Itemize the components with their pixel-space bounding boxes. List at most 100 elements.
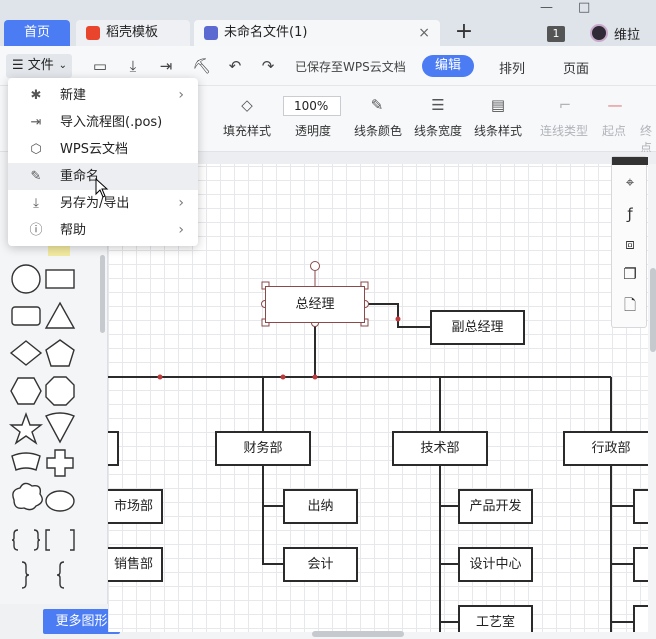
new-tab-button[interactable]: + <box>454 19 474 44</box>
export-icon[interactable]: ⇥ <box>159 57 173 75</box>
triangle-shape-icon <box>44 301 76 329</box>
connection-point <box>157 374 163 380</box>
start-point-icon[interactable]: — <box>607 96 623 114</box>
shape-panel-scrollbar[interactable] <box>100 255 105 333</box>
start-point-label[interactable]: 起点 <box>602 124 627 138</box>
window-count-badge[interactable]: 1 <box>547 26 565 42</box>
line-color-label[interactable]: 线条颜色 <box>354 124 403 138</box>
tab-docer-label: 稻壳模板 <box>106 25 159 40</box>
menu-item-help-label: 帮助 <box>60 223 87 238</box>
tab-home[interactable]: 首页 <box>4 20 70 46</box>
panel-drag-bar[interactable] <box>612 157 648 165</box>
shield-shape-icon <box>45 412 75 444</box>
minimize-button[interactable]: — <box>540 0 553 15</box>
node-tech-label: 技术部 <box>420 441 460 456</box>
node-design-center[interactable]: 设计中心 <box>458 547 533 582</box>
format-painter-icon[interactable]: ⛏ <box>192 57 212 75</box>
tab-edit[interactable]: 编辑 <box>422 55 474 77</box>
brace-reverse-shape-icon <box>56 561 65 589</box>
node-product-dev-label: 产品开发 <box>469 499 522 514</box>
chevron-down-icon: ⌄ <box>58 60 67 71</box>
node-sales[interactable]: 销售部 <box>108 547 163 582</box>
brace-left-shape-icon <box>11 529 19 551</box>
node-partial-left[interactable] <box>108 431 119 466</box>
node-sales-label: 销售部 <box>113 557 153 572</box>
file-menu-label: ☰ 文件 <box>12 58 54 73</box>
node-craft-room[interactable]: 工艺室 <box>458 605 533 632</box>
node-ceo[interactable]: 总经理 <box>265 286 365 323</box>
node-admin-label: 行政部 <box>591 441 631 456</box>
tab-page[interactable]: 页面 <box>563 62 590 77</box>
menu-item-save-as[interactable]: ⤓ 另存为/导出 › <box>8 190 198 217</box>
close-tab-icon[interactable]: × <box>418 25 430 41</box>
file-menu-button[interactable]: ☰ 文件 ⌄ <box>6 54 72 78</box>
page-icon[interactable]: 🗋 <box>623 296 637 314</box>
tab-current-document[interactable]: 未命名文件(1) × <box>194 20 440 46</box>
node-cashier[interactable]: 出纳 <box>283 489 358 524</box>
line-style-label[interactable]: 线条样式 <box>474 124 523 138</box>
copy-page-icon[interactable]: ❐ <box>623 265 637 283</box>
crop-icon[interactable]: ⧈ <box>625 235 635 253</box>
connector-ceo-deputy <box>365 303 430 328</box>
user-name[interactable]: 维拉 <box>614 28 641 43</box>
shape-library <box>8 240 76 589</box>
redo-icon[interactable]: ↷ <box>261 57 275 75</box>
menu-item-new[interactable]: ✱ 新建 › <box>8 82 198 109</box>
opacity-input[interactable]: 100% <box>283 96 341 116</box>
canvas-vertical-scrollbar[interactable] <box>650 268 656 352</box>
chevron-right-icon: › <box>178 195 184 211</box>
node-admin-child1[interactable] <box>633 489 648 524</box>
menu-item-save-as-label: 另存为/导出 <box>60 196 130 211</box>
undo-icon[interactable]: ↶ <box>228 57 242 75</box>
right-tool-panel: ⌖ ƒ ⧈ ❐ 🗋 <box>611 156 648 328</box>
pentagon-shape-icon <box>45 339 75 367</box>
octagon-shape-icon <box>45 376 75 406</box>
node-product-dev[interactable]: 产品开发 <box>458 489 533 524</box>
line-color-icon[interactable]: ✎ <box>370 96 384 114</box>
line-style-icon[interactable]: ▤ <box>490 96 506 114</box>
canvas-horizontal-scrollbar[interactable] <box>312 631 404 637</box>
help-icon: ⓘ <box>29 223 43 238</box>
line-width-icon[interactable]: ☰ <box>431 96 445 114</box>
tab-arrange[interactable]: 排列 <box>499 62 526 77</box>
line-width-label[interactable]: 线条宽度 <box>414 124 463 138</box>
node-accounting[interactable]: 会计 <box>283 547 358 582</box>
flowchart-doc-icon <box>204 26 218 40</box>
connector-type-label[interactable]: 连线类型 <box>540 124 589 138</box>
node-market[interactable]: 市场部 <box>108 489 163 524</box>
tab-docer-templates[interactable]: 稻壳模板 <box>76 20 190 46</box>
node-ceo-label: 总经理 <box>295 297 335 312</box>
formula-icon[interactable]: ƒ <box>627 205 633 223</box>
save-icon[interactable]: ▭ <box>92 57 108 75</box>
node-admin-child3[interactable] <box>633 605 648 632</box>
navigator-icon[interactable]: ⌖ <box>625 173 635 191</box>
node-tech[interactable]: 技术部 <box>392 431 488 466</box>
pencil-icon: ✎ <box>30 169 42 184</box>
connector-type-icon[interactable]: ⌐ <box>558 96 572 114</box>
end-point-label[interactable]: 终点 <box>640 124 653 155</box>
node-accounting-label: 会计 <box>307 557 334 572</box>
node-deputy[interactable]: 副总经理 <box>430 310 525 345</box>
menu-item-cloud-doc[interactable]: ⬡ WPS云文档 <box>8 136 198 163</box>
maximize-button[interactable]: □ <box>578 0 591 15</box>
download-icon[interactable]: ⤓ <box>129 57 137 75</box>
menu-item-import[interactable]: ⇥ 导入流程图(.pos) <box>8 109 198 136</box>
avatar[interactable] <box>590 24 608 42</box>
docer-logo-icon <box>86 26 100 40</box>
node-admin-child2[interactable] <box>633 547 648 582</box>
diagram-canvas[interactable]: 总经理 副总经理 财务部 技术部 行政部 市场部 销售部 出纳 会计 产品开发 … <box>108 152 648 632</box>
speech-bubble-shape-icon <box>45 490 75 512</box>
node-market-label: 市场部 <box>113 499 153 514</box>
title-bar: 首页 稻壳模板 未命名文件(1) × + 1 维拉 — □ <box>0 0 656 46</box>
more-shapes-button[interactable]: 更多图形 <box>43 609 120 634</box>
menu-item-new-label: 新建 <box>60 88 87 103</box>
connection-point <box>395 316 401 322</box>
node-admin[interactable]: 行政部 <box>563 431 648 466</box>
connector-finance-children <box>262 466 283 565</box>
opacity-label: 透明度 <box>295 124 332 138</box>
node-finance[interactable]: 财务部 <box>215 431 311 466</box>
fill-style-label[interactable]: 填充样式 <box>223 124 272 138</box>
node-design-center-label: 设计中心 <box>469 557 522 572</box>
menu-item-help[interactable]: ⓘ 帮助 › <box>8 217 198 244</box>
fill-bucket-icon[interactable]: ◇ <box>241 96 253 114</box>
